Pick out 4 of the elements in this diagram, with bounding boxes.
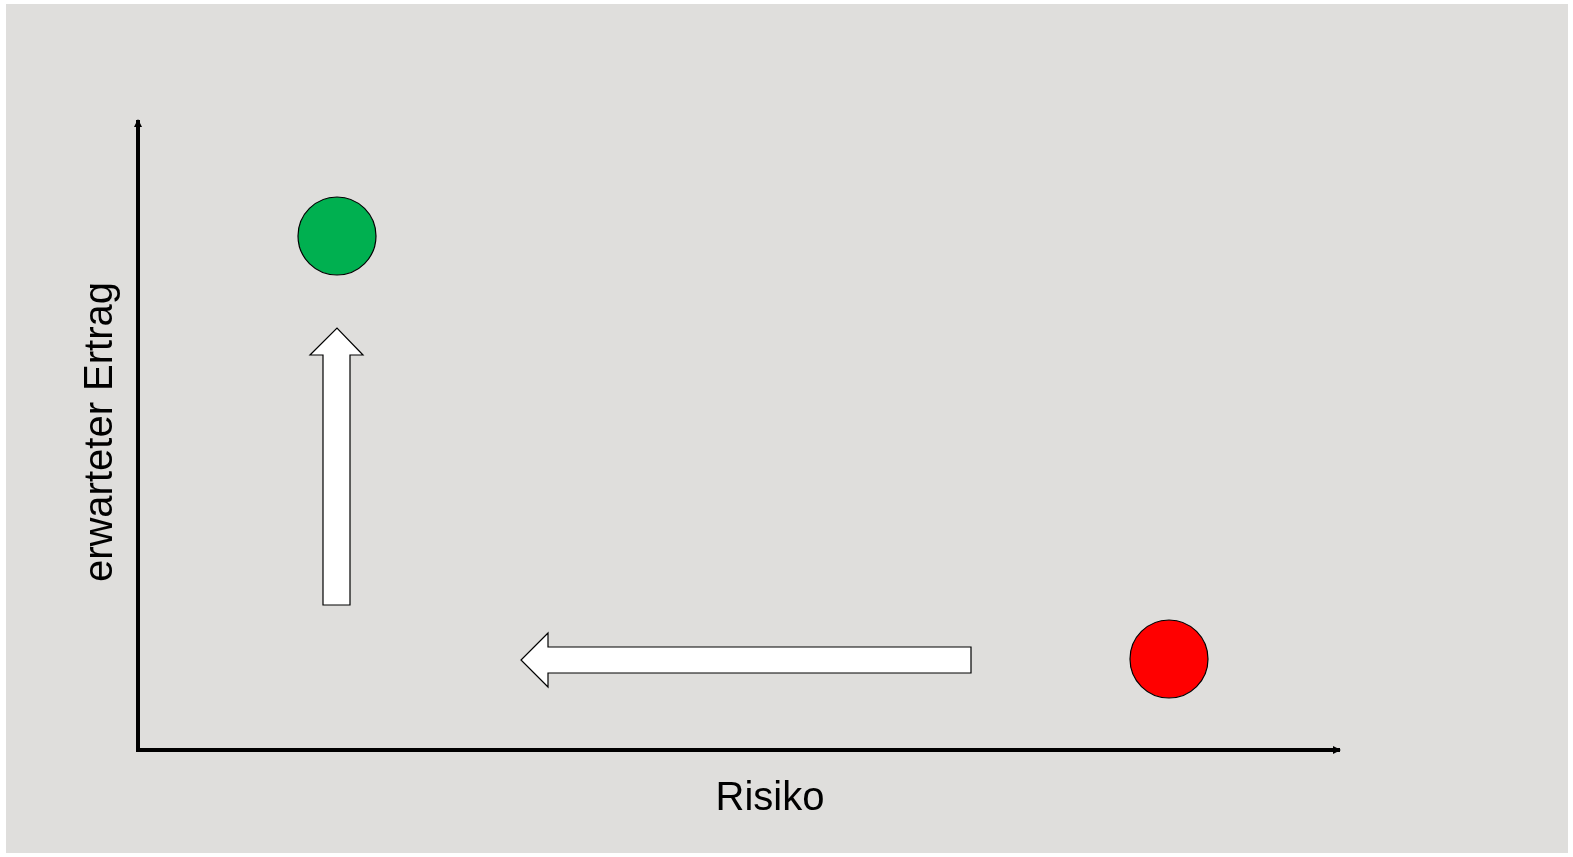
circle-marker [297, 196, 377, 276]
circle-marker [1129, 619, 1209, 699]
x-axis-label: Risiko [715, 776, 825, 816]
y-axis-label: erwarteter Ertrag [78, 282, 118, 583]
